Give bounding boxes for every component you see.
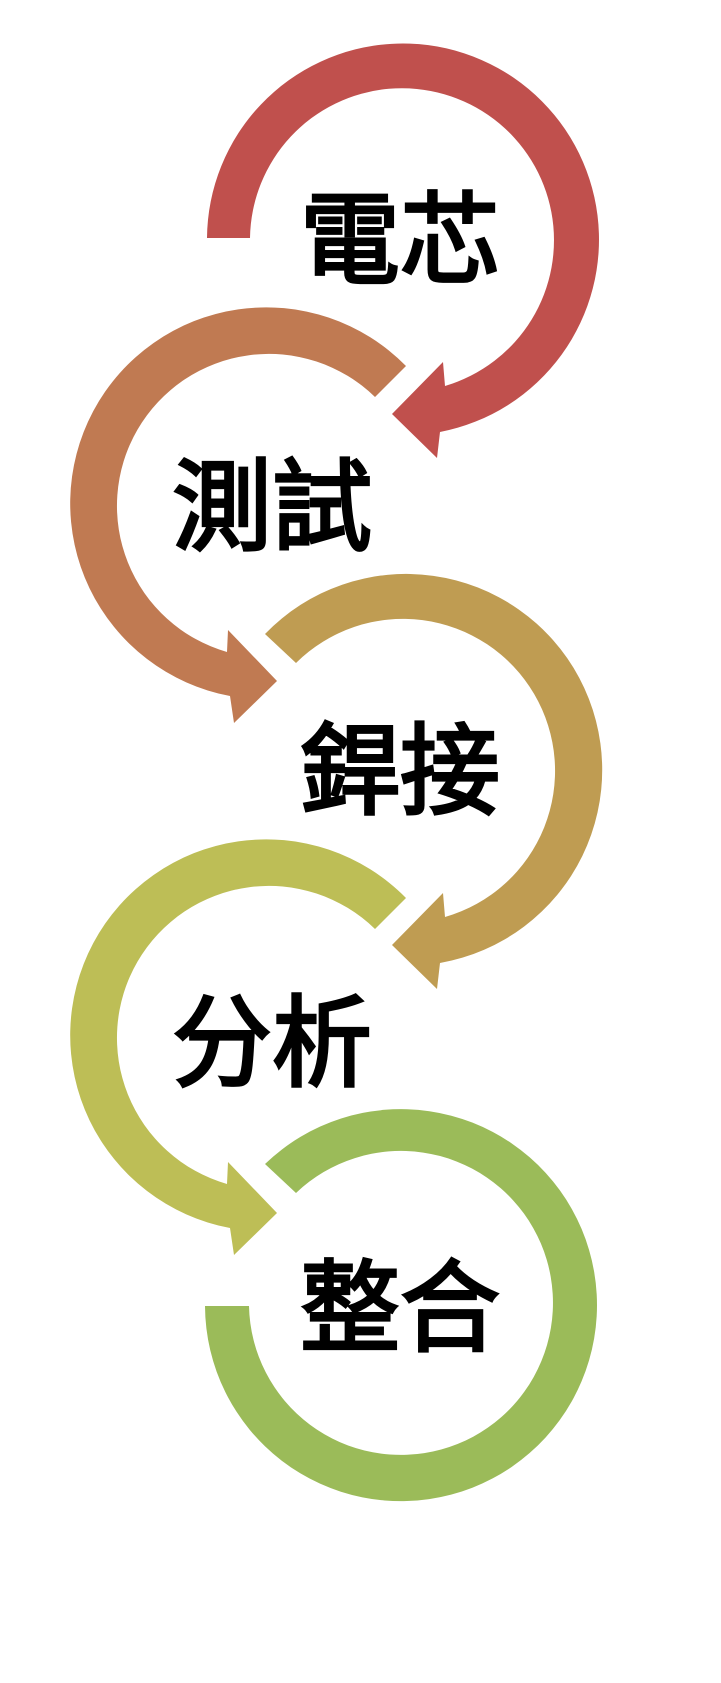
step-2-ring bbox=[70, 307, 407, 723]
step-4-ring bbox=[70, 839, 406, 1255]
step-1: 電芯 bbox=[207, 43, 599, 459]
step-5: 整合 bbox=[205, 1109, 597, 1502]
step-4: 分析 bbox=[70, 839, 406, 1255]
step-3-ring bbox=[265, 573, 603, 989]
step-2-label: 測試 bbox=[172, 449, 372, 566]
step-3-label: 銲接 bbox=[300, 713, 500, 830]
step-5-label: 整合 bbox=[300, 1250, 500, 1367]
step-4-label: 分析 bbox=[172, 985, 372, 1102]
step-2: 測試 bbox=[70, 307, 407, 723]
step-1-label: 電芯 bbox=[300, 182, 500, 299]
step-3: 銲接 bbox=[265, 573, 603, 989]
